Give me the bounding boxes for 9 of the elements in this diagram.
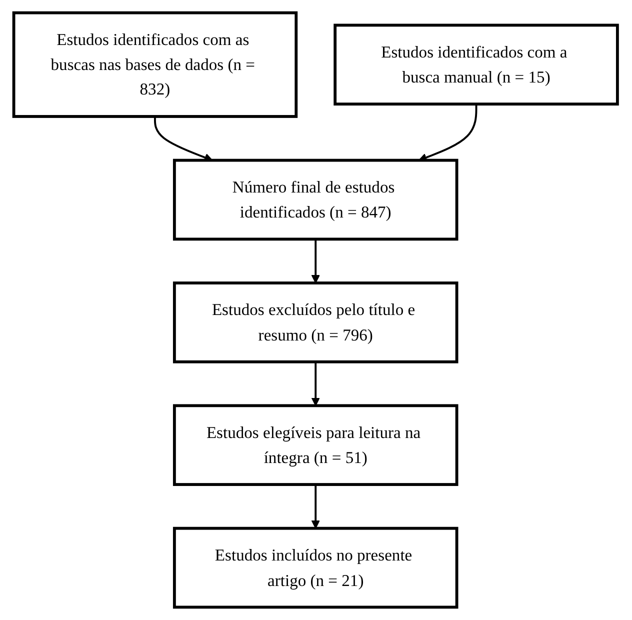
node-box: Estudos elegíveis para leitura na íntegra (n = 51) xyxy=(173,404,459,486)
arrow xyxy=(312,239,320,284)
arrow xyxy=(312,484,320,529)
node-box: Número final de estudos identificados (n = 847) xyxy=(173,158,459,241)
node-box: Estudos identificados com as buscas nas bases de dados (n = 832) xyxy=(12,11,298,118)
node-box: Estudos excluídos pelo título e resumo (n = 796) xyxy=(173,282,459,364)
arrow xyxy=(312,362,320,406)
node-box: Estudos identificados com a busca manual (n = 15) xyxy=(334,24,620,106)
node-box: Estudos incluídos no presente artigo (n = 21) xyxy=(173,526,459,609)
